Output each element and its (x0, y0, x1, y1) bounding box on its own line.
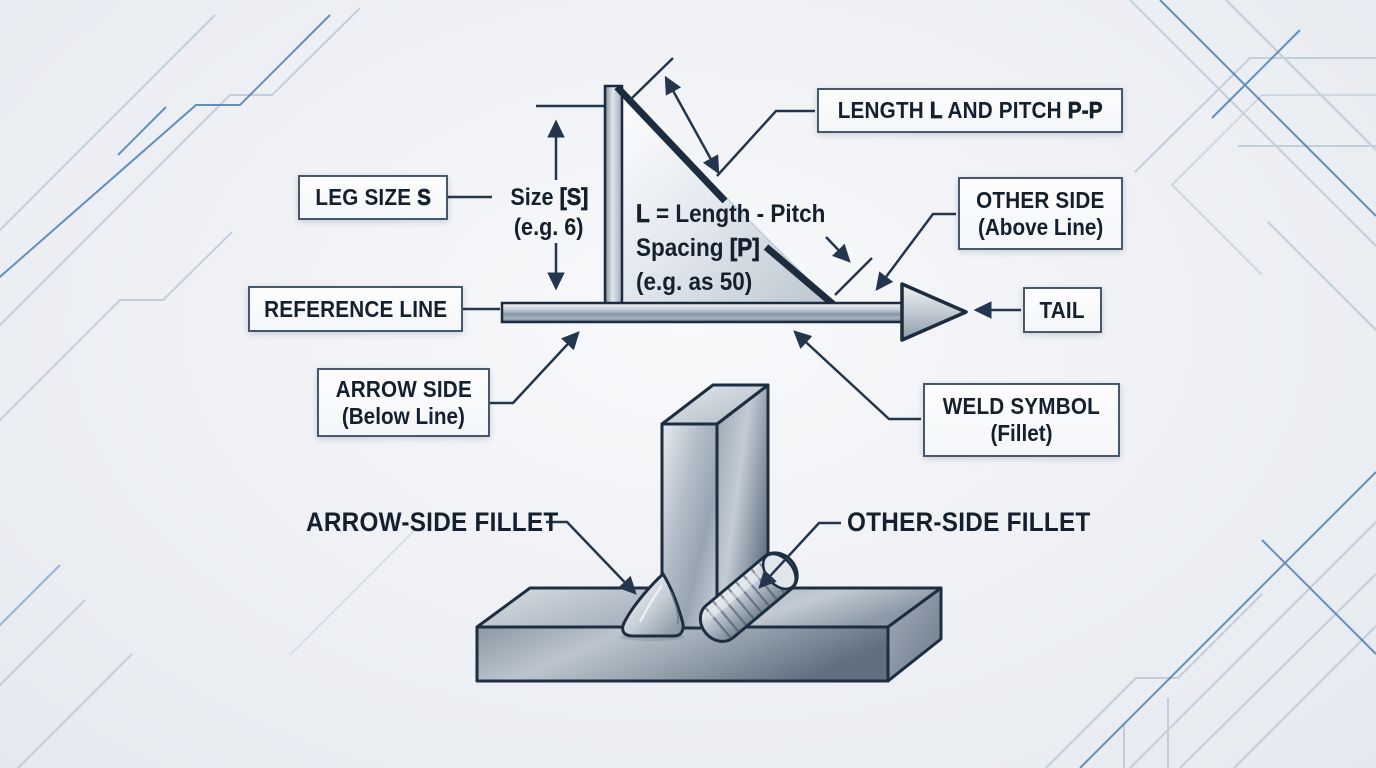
label-text: OTHER SIDE (976, 186, 1105, 213)
callout-tail: TAIL (1023, 287, 1102, 333)
arrow-side-fillet-connector (546, 520, 637, 595)
callout-length-pitch: LENGTH L AND PITCH P-P (817, 88, 1123, 133)
pitch-slash (834, 257, 873, 296)
label-subtext: (Above Line) (977, 213, 1104, 240)
anno-text: Size (509, 184, 560, 211)
label-text: LENGTH (837, 97, 930, 124)
callout-other-side: OTHER SIDE (Above Line) (958, 177, 1123, 250)
callout-reference-line: REFERENCE LINE (248, 286, 463, 332)
label-text: REFERENCE LINE (263, 295, 448, 322)
callout-weld-symbol: WELD SYMBOL (Fillet) (923, 383, 1120, 457)
weld-triangle-hypotenuse-lower (763, 244, 837, 308)
pitch-arrow (825, 236, 851, 263)
anno-emph: [P] (729, 234, 760, 263)
label-text: ARROW SIDE (335, 375, 472, 402)
length-tick (629, 57, 674, 101)
anno-subtext: (e.g. as 50) (636, 268, 753, 296)
dimension-marks (536, 57, 873, 296)
anno-subtext: (e.g. 6) (514, 214, 584, 241)
arrow-side-connector (490, 331, 580, 405)
callout-arrow-side: ARROW SIDE (Below Line) (317, 368, 490, 437)
arrow-side-fillet-label: ARROW-SIDE FILLET (306, 507, 587, 538)
label-text: WELD SYMBOL (942, 393, 1101, 420)
callout-leg-size: LEG SIZE S (298, 175, 448, 220)
other-side-fillet-connector (758, 521, 841, 589)
label-text: LEG SIZE (315, 184, 417, 211)
label-text: AND PITCH (942, 97, 1068, 124)
other-side-connector (875, 212, 956, 292)
label-text: TAIL (1039, 296, 1086, 323)
label-subtext: (Below Line) (341, 402, 466, 429)
reference-line-bar (500, 301, 914, 324)
length-annotation: L = Length - Pitch Spacing [P] (e.g. as … (636, 197, 846, 299)
anno-emph: [S] (559, 184, 589, 212)
weld-symbol-connector (793, 330, 921, 421)
anno-emph: L (636, 200, 650, 229)
base-plate-front-face (475, 625, 890, 683)
label-subtext: (Fillet) (990, 420, 1053, 446)
callout-connectors (448, 109, 1021, 595)
label-emph: S (416, 184, 431, 211)
other-side-fillet-label: OTHER-SIDE FILLET (847, 507, 1118, 538)
weld-highlight (638, 584, 664, 623)
label-text: ARROW-SIDE FILLET (306, 507, 559, 537)
weld-sheen (707, 571, 762, 619)
anno-text: Spacing (636, 234, 730, 262)
weld-triangle-left-edge (603, 84, 624, 311)
label-emph: P-P (1067, 97, 1103, 124)
length-pitch-connector (716, 109, 815, 177)
weld-shade-line (670, 591, 680, 625)
reference-line-arrowhead (900, 282, 968, 342)
length-dimension-arrow (664, 75, 720, 175)
anno-text: = Length - Pitch (649, 200, 826, 228)
label-text: OTHER-SIDE FILLET (847, 507, 1091, 537)
arrow-side-fillet-weld (621, 571, 685, 638)
size-annotation: Size [S] (e.g. 6) (492, 183, 606, 243)
label-emph: L (929, 97, 943, 124)
